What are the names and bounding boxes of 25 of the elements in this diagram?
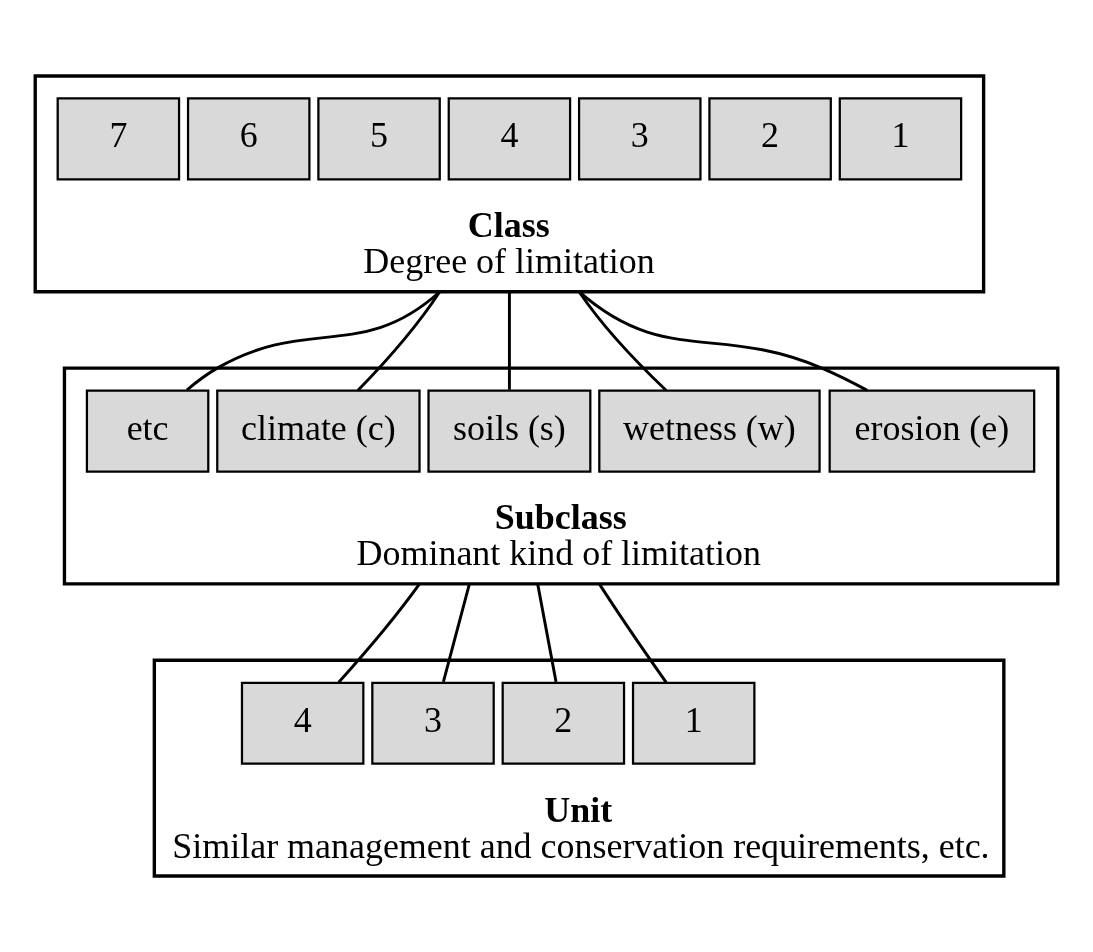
node-box: 2 [501, 681, 626, 765]
connector [337, 583, 421, 684]
node-box: 1 [631, 681, 756, 765]
connector [356, 290, 441, 392]
node-box: 4 [447, 97, 572, 181]
node-box: 3 [577, 97, 702, 181]
node-box: 3 [371, 681, 495, 765]
node-box: 7 [56, 97, 181, 181]
node-box: wetness (w) [598, 389, 821, 473]
connector [507, 291, 511, 390]
node-box: 4 [240, 681, 365, 765]
connector [536, 583, 558, 683]
node-box: 1 [838, 97, 963, 181]
connector [578, 290, 868, 392]
node-box: etc [85, 389, 210, 473]
node-box: 6 [186, 97, 311, 181]
connector [598, 583, 668, 684]
connector [577, 290, 668, 392]
connector [185, 290, 441, 392]
node-box: erosion (e) [828, 389, 1036, 473]
node-box: 2 [708, 97, 832, 181]
node-box: soils (s) [427, 389, 592, 473]
node-box: climate (c) [216, 389, 421, 473]
node-box: 5 [317, 97, 441, 181]
connector [441, 583, 471, 683]
